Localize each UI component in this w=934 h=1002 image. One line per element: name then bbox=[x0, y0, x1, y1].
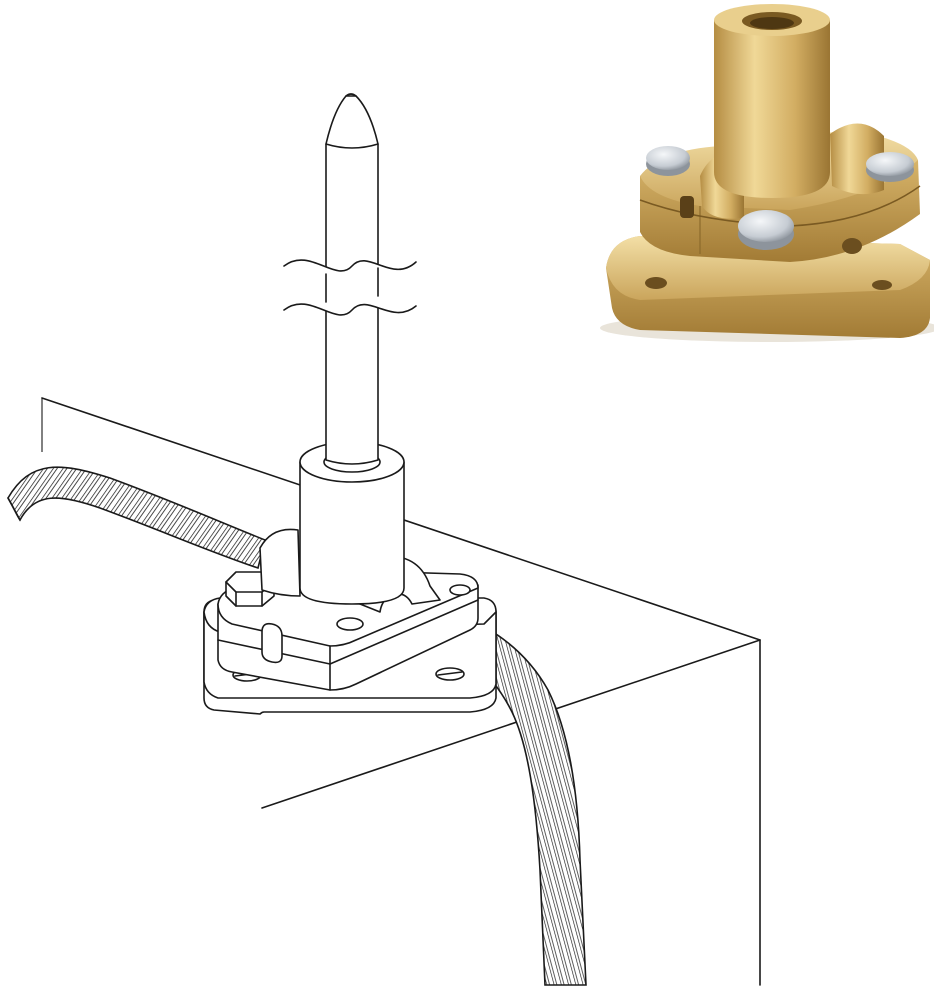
cable-slot bbox=[261, 622, 283, 664]
air-terminal-rod bbox=[283, 93, 417, 465]
brass-mount-hole-right bbox=[872, 280, 892, 290]
brass-bolt-right bbox=[866, 152, 914, 182]
brass-bolt-left bbox=[646, 146, 690, 176]
left-cable bbox=[7, 466, 266, 570]
break-mark-upper bbox=[284, 260, 416, 315]
brass-rod-holder bbox=[714, 4, 830, 198]
clamp-hole bbox=[336, 617, 364, 631]
rod-holder bbox=[299, 441, 405, 605]
brass-mount-hole-left bbox=[645, 277, 667, 289]
cable-saddle-left bbox=[259, 528, 301, 597]
brass-fitting-render bbox=[600, 4, 934, 342]
line-drawing bbox=[7, 93, 761, 986]
roof-corner-block bbox=[41, 397, 761, 986]
brass-bolt-front bbox=[738, 210, 794, 250]
brass-cable-slot bbox=[680, 196, 694, 218]
